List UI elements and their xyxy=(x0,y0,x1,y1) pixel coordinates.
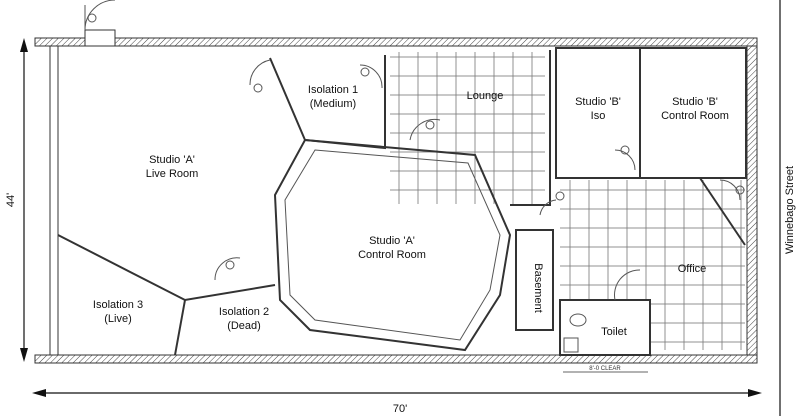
toilet-fixture xyxy=(563,313,587,353)
room-studio-b-iso: Studio 'B'Iso xyxy=(575,96,621,122)
clearance-dimension: 8'-0 CLEAR xyxy=(563,366,648,373)
room-isolation-1: Isolation 1(Medium) xyxy=(308,84,358,110)
outer-walls xyxy=(34,29,758,364)
room-studio-a-control: Studio 'A'Control Room xyxy=(358,235,426,261)
room-toilet: Toilet xyxy=(601,326,627,338)
door-swings xyxy=(84,0,745,301)
width-dimension: 70' xyxy=(32,389,762,415)
room-lounge: Lounge xyxy=(467,90,504,102)
svg-text:8'-0 CLEAR: 8'-0 CLEAR xyxy=(589,366,621,372)
height-label: 44' xyxy=(5,193,17,207)
interior-walls xyxy=(57,47,747,356)
width-label: 70' xyxy=(393,403,407,415)
room-studio-a-live-room: Studio 'A'Live Room xyxy=(146,154,199,180)
room-office: Office xyxy=(678,263,707,275)
office-tile-floor xyxy=(560,180,745,350)
room-isolation-2: Isolation 2(Dead) xyxy=(219,306,269,332)
room-basement: Basement xyxy=(532,263,544,313)
street-label: Winnebago Street xyxy=(784,166,796,254)
lounge-tile-floor xyxy=(390,52,545,204)
height-dimension: 44' xyxy=(5,38,28,362)
room-isolation-3: Isolation 3(Live) xyxy=(93,299,143,325)
room-studio-b-control: Studio 'B'Control Room xyxy=(661,96,729,122)
